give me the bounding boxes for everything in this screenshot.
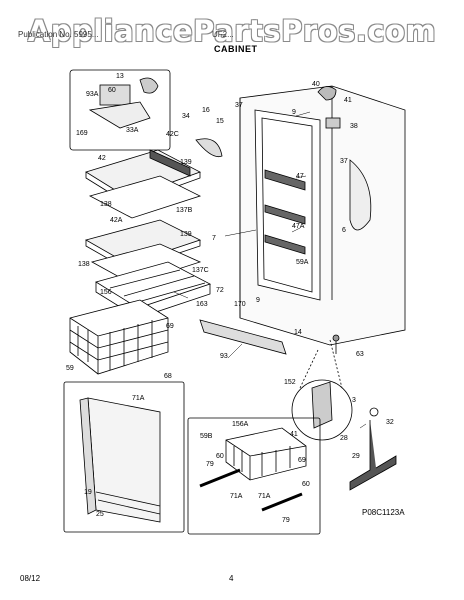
part-labels: 13 93A 60 33A 169 34 16 15 42C 37 9 40 4…	[66, 73, 394, 524]
label-169: 169	[76, 130, 88, 137]
label-40: 40	[312, 81, 320, 88]
label-32: 32	[386, 419, 394, 426]
label-138-mid: 138	[78, 261, 90, 268]
label-139-top: 139	[180, 159, 192, 166]
label-37-top: 37	[235, 102, 243, 109]
label-42: 42	[98, 155, 106, 162]
label-63: 63	[356, 351, 364, 358]
label-170: 170	[234, 301, 246, 308]
basket-kit-inset	[187, 417, 321, 535]
label-41-top: 41	[344, 97, 352, 104]
label-152: 152	[284, 379, 296, 386]
label-59b: 59B	[200, 433, 213, 440]
label-93a: 93A	[86, 91, 99, 98]
label-137c: 137C	[192, 267, 209, 274]
drain-detail-callout	[291, 339, 353, 441]
label-38: 38	[350, 123, 358, 130]
label-59: 59	[66, 365, 74, 372]
cabinet-body	[239, 85, 406, 346]
label-163: 163	[196, 301, 208, 308]
label-33a: 33A	[126, 127, 139, 134]
label-37-mid: 37	[340, 158, 348, 165]
diagram-code: P08C1123A	[362, 508, 405, 517]
label-41-bottom: 41	[290, 431, 298, 438]
label-6: 6	[342, 227, 346, 234]
label-28: 28	[340, 435, 348, 442]
label-139-mid: 139	[180, 231, 192, 238]
label-25: 25	[96, 511, 104, 518]
label-72: 72	[216, 287, 224, 294]
shelf-42a	[84, 219, 202, 285]
label-34: 34	[182, 113, 190, 120]
label-47a: 47A	[292, 223, 305, 230]
label-69-main: 69	[166, 323, 174, 330]
label-29: 29	[352, 453, 360, 460]
label-14: 14	[294, 329, 302, 336]
footer-date: 08/12	[20, 574, 41, 583]
header-model: UF2...	[212, 30, 234, 39]
label-60-inset-b: 60	[302, 481, 310, 488]
hinge-kit-inset-box	[69, 69, 171, 151]
label-137b: 137B	[176, 207, 193, 214]
label-156a: 156A	[232, 421, 249, 428]
label-13: 13	[116, 73, 124, 80]
label-42a: 42A	[110, 217, 123, 224]
label-9-mid: 9	[256, 297, 260, 304]
label-16: 16	[202, 107, 210, 114]
footer-page-number: 4	[229, 574, 234, 583]
label-71a-top: 71A	[132, 395, 145, 402]
label-79-top: 79	[206, 461, 214, 468]
label-156: 156	[100, 289, 112, 296]
door-liner-inset	[63, 381, 185, 533]
label-68: 68	[164, 373, 172, 380]
basket-59	[69, 299, 169, 375]
label-69-inset: 69	[298, 457, 306, 464]
label-42c: 42C	[166, 131, 179, 138]
label-7: 7	[212, 235, 216, 242]
label-60: 60	[108, 87, 116, 94]
label-19: 19	[84, 489, 92, 496]
watermark: AppliancePartsPros.com	[27, 14, 437, 48]
label-71a-bottom: 71A	[258, 493, 271, 500]
label-93: 93	[220, 353, 228, 360]
header-publication: Publication No. 5995...	[18, 30, 99, 39]
label-138-top: 138	[100, 201, 112, 208]
label-9-top: 9	[292, 109, 296, 116]
label-15: 15	[216, 118, 224, 125]
section-title: CABINET	[214, 44, 258, 54]
label-79-bottom: 79	[282, 517, 290, 524]
label-3: 3	[352, 397, 356, 404]
label-71a-mid: 71A	[230, 493, 243, 500]
label-60-inset-a: 60	[216, 453, 224, 460]
label-59a: 59A	[296, 259, 309, 266]
label-47: 47	[296, 173, 304, 180]
